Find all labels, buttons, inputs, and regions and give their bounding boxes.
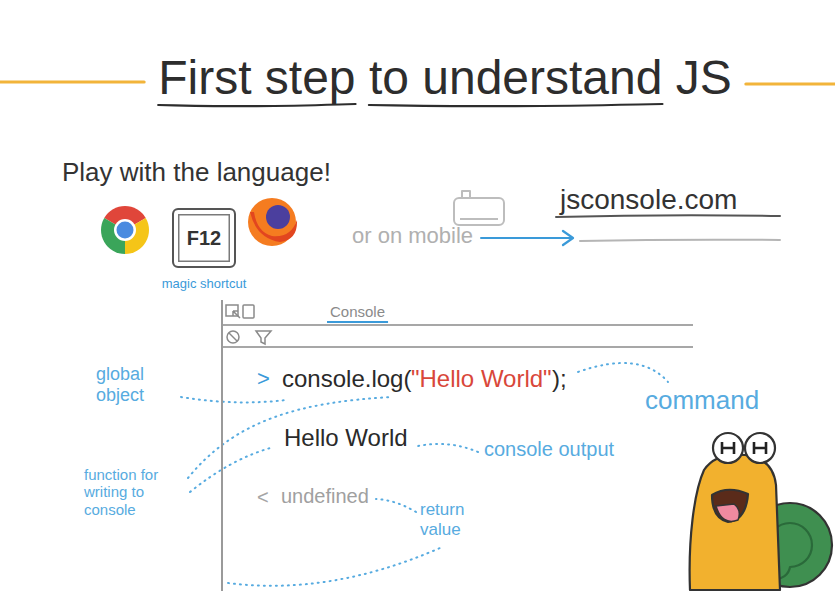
console-panel: Console > console.log("Hello World"); Hello… [221, 300, 693, 591]
title-underline [369, 104, 663, 106]
url-underline [556, 215, 780, 217]
leader-line [190, 447, 274, 492]
phone-outline [454, 198, 504, 225]
code: ); [552, 365, 567, 393]
phone-knob [462, 191, 470, 198]
callout: return value [420, 500, 484, 539]
mobile-note: or on mobile [352, 223, 473, 248]
inspect-arrow [233, 311, 240, 318]
leader-line [181, 397, 286, 402]
chrome-icon [101, 206, 149, 254]
callout: global object [96, 364, 176, 405]
title-rule [0, 81, 144, 84]
tab-underline [327, 321, 388, 323]
tab-title: Console [330, 303, 385, 320]
leader-line [376, 499, 416, 512]
leader-line [418, 444, 478, 452]
return-value: undefined [281, 485, 369, 508]
phone-icon [454, 191, 504, 225]
chrome-center [117, 222, 134, 239]
code-string: "Hello World" [411, 365, 552, 393]
return-prompt: < [257, 486, 269, 509]
device-icon [243, 305, 254, 318]
snail-tongue [716, 504, 739, 521]
clear-icon [227, 331, 239, 343]
phone-line [460, 218, 498, 220]
filter-icon [256, 331, 271, 344]
toolbar-line [221, 346, 693, 348]
key-label: F12 [187, 227, 221, 250]
url: jsconsole.com [560, 184, 737, 216]
callout: command [645, 386, 759, 416]
callout: console output [484, 438, 614, 461]
callout: function for writing to console [84, 466, 168, 518]
key-cap: F12 [172, 208, 236, 268]
leader-line [578, 363, 668, 382]
key-caption: magic shortcut [162, 277, 247, 292]
leader-line [228, 548, 440, 586]
title-underline [158, 104, 355, 106]
chrome-ring [114, 219, 136, 241]
firefox-tail [250, 212, 297, 242]
input-prompt: > [257, 366, 270, 391]
snail-pupils [722, 442, 766, 454]
snail-body [690, 455, 780, 590]
arrow [481, 231, 573, 245]
toolbar-line [221, 324, 693, 326]
firefox-globe [266, 205, 290, 229]
clear-slash [229, 333, 237, 341]
console-output: Hello World [284, 424, 408, 452]
snail-mascot [690, 433, 832, 590]
page-title: First step to understand JS [158, 50, 732, 105]
leader-lines [181, 363, 668, 586]
intro-note: Play with the language! [62, 158, 331, 188]
input-line [580, 240, 780, 241]
snail-mouth [712, 490, 748, 522]
title-rule [746, 83, 835, 86]
code: console.log( [282, 365, 411, 393]
devtools-toolbar [221, 305, 693, 347]
firefox-icon [248, 198, 297, 246]
